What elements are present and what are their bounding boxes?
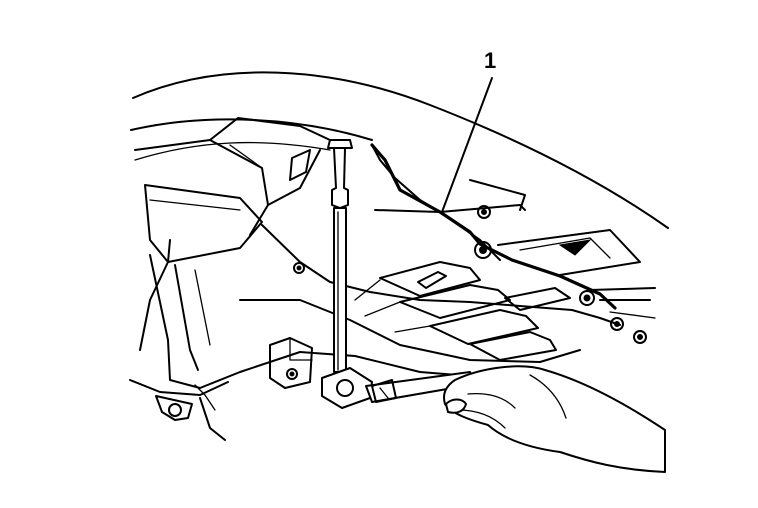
bolt-icon — [293, 262, 305, 274]
bolt-icon — [286, 368, 298, 380]
mount-bracket — [269, 337, 313, 389]
bolt-icon — [610, 317, 624, 331]
bolt-icon — [477, 205, 491, 219]
shield-front-edge — [370, 143, 656, 319]
fastener-bolts — [286, 205, 647, 380]
bolt-icon — [474, 241, 492, 259]
bolt-icon — [633, 330, 647, 344]
callout-label: 1 — [484, 48, 497, 73]
ratchet-extension-tool — [321, 139, 477, 409]
lower-control-arm — [129, 254, 301, 441]
suspension-area — [134, 117, 331, 351]
bolt-icon — [579, 290, 595, 306]
hand — [443, 365, 666, 473]
vehicle-body-outline — [130, 71, 669, 229]
callout-leader — [441, 77, 493, 213]
